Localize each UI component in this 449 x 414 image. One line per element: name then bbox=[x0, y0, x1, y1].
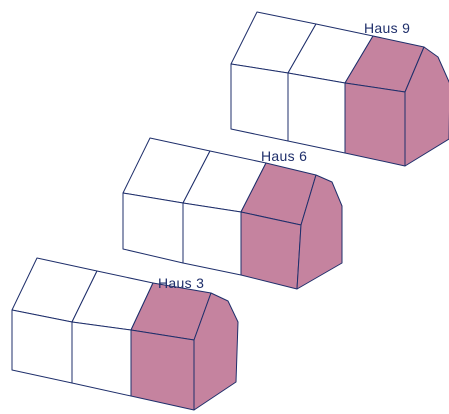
house-6-label: Haus 6 bbox=[261, 148, 307, 164]
house-9-front-unit-3 bbox=[344, 82, 406, 167]
house-6: Haus 6 bbox=[122, 137, 343, 290]
house-9-front-unit-1 bbox=[230, 63, 289, 142]
house-9-gable bbox=[404, 46, 449, 167]
house-3-front-unit-1 bbox=[11, 309, 73, 384]
house-3-front-unit-2 bbox=[71, 321, 132, 397]
house-9: Haus 9 bbox=[230, 11, 449, 167]
house-6-front-unit-3 bbox=[240, 211, 302, 290]
house-9-front-unit-2 bbox=[287, 72, 346, 154]
house-9-label: Haus 9 bbox=[364, 20, 410, 36]
house-6-front-unit-1 bbox=[122, 192, 184, 264]
house-6-front-unit-2 bbox=[182, 202, 242, 276]
house-6-gable bbox=[296, 174, 343, 290]
house-3-gable bbox=[193, 292, 239, 411]
house-3-front-unit-3 bbox=[130, 329, 195, 411]
house-3: Haus 3 bbox=[11, 257, 239, 411]
house-3-label: Haus 3 bbox=[158, 275, 204, 291]
